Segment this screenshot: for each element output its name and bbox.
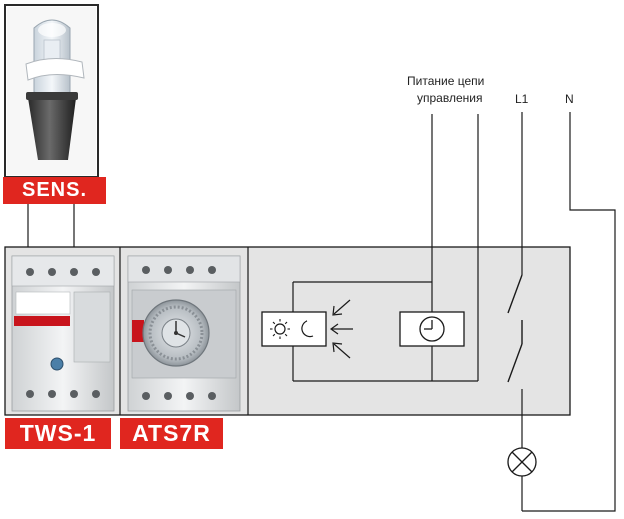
neutral-wire [522, 112, 616, 512]
ats-label: ATS7R [120, 418, 223, 449]
neutral-label: N [565, 92, 574, 106]
switch-contact-icon [507, 274, 523, 383]
sensor-photo [4, 4, 99, 178]
arrow-icon [332, 342, 351, 359]
tws-label: TWS-1 [5, 418, 111, 449]
sun-moon-icon [261, 311, 327, 347]
arrow-icon [332, 299, 351, 316]
control-loop [292, 281, 478, 382]
arrow-icon [329, 323, 353, 335]
clock-icon [399, 311, 465, 347]
phase-label: L1 [515, 92, 529, 106]
sensor-label: SENS. [3, 177, 106, 204]
tws-photo [11, 255, 115, 412]
ats-photo [127, 255, 241, 412]
supply-label-line1: Питание цепи [407, 74, 485, 88]
supply-label-line2: управления [417, 91, 483, 105]
lamp-icon [507, 447, 537, 477]
